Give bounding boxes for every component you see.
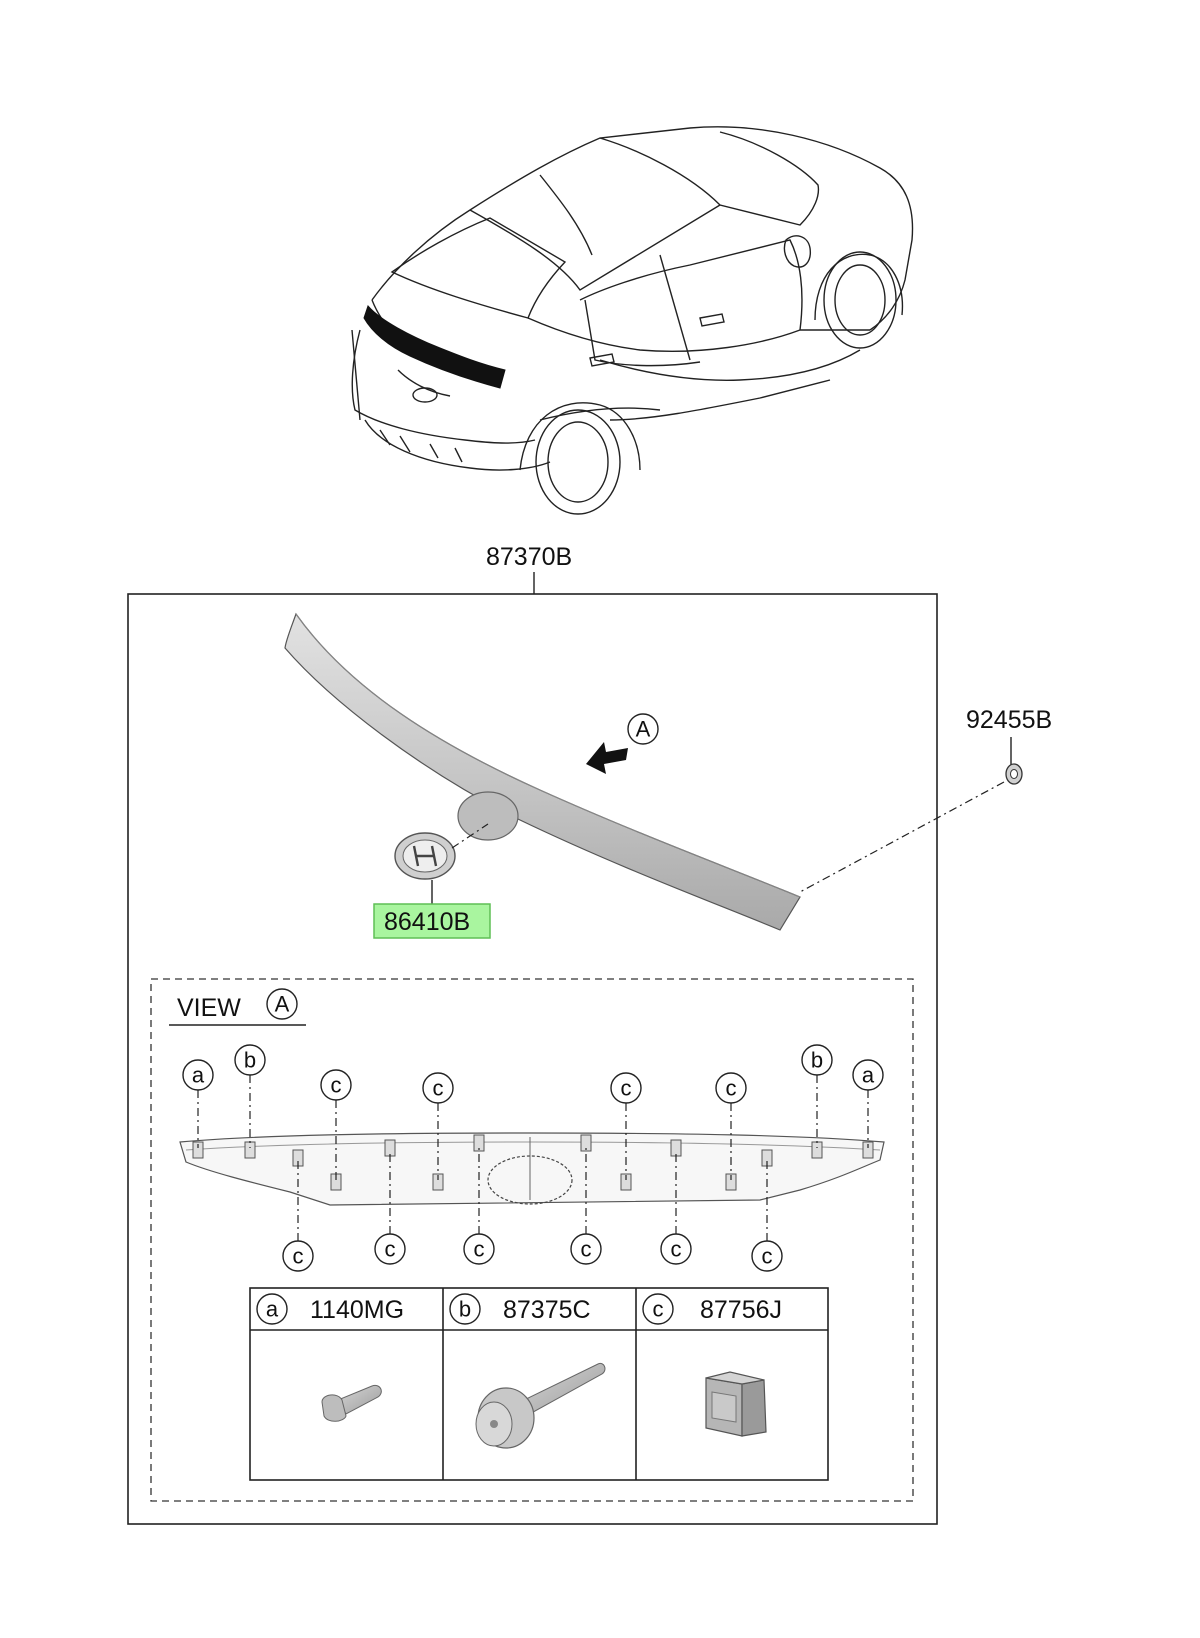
clip-callout-label-c: c [474,1237,485,1262]
clip-callout-label-c: c [385,1237,396,1262]
clip-callout-circle [751,1240,783,1272]
clip-mark [473,1134,485,1152]
clip-mark [244,1141,256,1159]
clip-callout-label-c: c [762,1244,773,1269]
view-label: VIEW [177,994,241,1022]
clip-callout-circle [320,1069,352,1101]
assembly-frame [127,593,938,1525]
legend-a-part: 1140MG [310,1296,404,1324]
bolt-1140mg-illustration [321,1384,382,1422]
legend-c-part: 87756J [700,1296,782,1324]
clip-callout-circle [182,1059,214,1091]
clip-callout-circle [801,1044,833,1076]
clip-mark [384,1139,396,1157]
view-marker-label: A [275,992,290,1017]
clip-callout-label-c: c [581,1237,592,1262]
legend-b-part: 87375C [503,1296,591,1324]
nut-part-label: 92455B [966,706,1052,734]
legend-c-marker: c [653,1297,664,1322]
clip-callout-circle [610,1072,642,1104]
legend-a-marker: a [266,1297,279,1322]
car-illustration [351,126,914,515]
clip-mark [725,1173,737,1191]
emblem-highlight-box[interactable] [373,903,491,939]
tailgate-garnish [284,612,801,931]
emblem-part [394,832,456,880]
clip-mark [670,1139,682,1157]
clip-callout-label-c: c [726,1076,737,1101]
clip-callout-circle [282,1240,314,1272]
arrow-marker-label: A [636,717,651,742]
clip-callout-circle [422,1072,454,1104]
legend-b-marker-circle [449,1293,481,1325]
clip-callouts: a b c c c c b a c c c c c c [182,1044,884,1272]
clip-callout-circle [570,1233,602,1265]
clip-mark [192,1141,204,1159]
nut-part [1005,763,1023,785]
emblem-part-label[interactable]: 86410B [384,908,470,936]
clip-callout-label-a: a [192,1063,205,1088]
clip-callout-circle [374,1233,406,1265]
view-direction-arrow [586,742,628,774]
legend-c-marker-circle [642,1293,674,1325]
clip-callout-label-c: c [433,1076,444,1101]
garnish-back-view [179,1132,885,1206]
clip-callout-circle [660,1233,692,1265]
clip-callout-circle [715,1072,747,1104]
clip-callout-label-c: c [293,1244,304,1269]
clip-callout-circle [463,1233,495,1265]
main-assembly-label: 87370B [486,543,572,571]
pin-87375c-illustration [475,1362,606,1449]
arrow-marker-circle [627,713,659,745]
clip-mark [811,1141,823,1159]
clip-callout-label-c: c [621,1076,632,1101]
clip-mark [580,1134,592,1152]
view-a-frame [150,978,914,1502]
clip-callout-label-b: b [244,1048,256,1073]
clip-callout-circle [234,1044,266,1076]
clip-callout-label-c: c [331,1073,342,1098]
clip-callout-circle [852,1059,884,1091]
clip-mark [620,1173,632,1191]
clip-mark [432,1173,444,1191]
clip-callout-label-a: a [862,1063,875,1088]
view-marker-circle [266,988,298,1020]
legend-a-marker-circle [256,1293,288,1325]
legend-table [249,1287,829,1481]
clip-callout-label-b: b [811,1048,823,1073]
clip-marks-group [192,1134,874,1191]
emblem-leader-dashed [451,823,489,849]
clip-callout-label-c: c [671,1237,682,1262]
clip-mark [862,1141,874,1159]
legend-b-marker: b [459,1297,471,1322]
clip-87756j-illustration [705,1371,767,1437]
nut-leader-dashed [799,781,1005,893]
